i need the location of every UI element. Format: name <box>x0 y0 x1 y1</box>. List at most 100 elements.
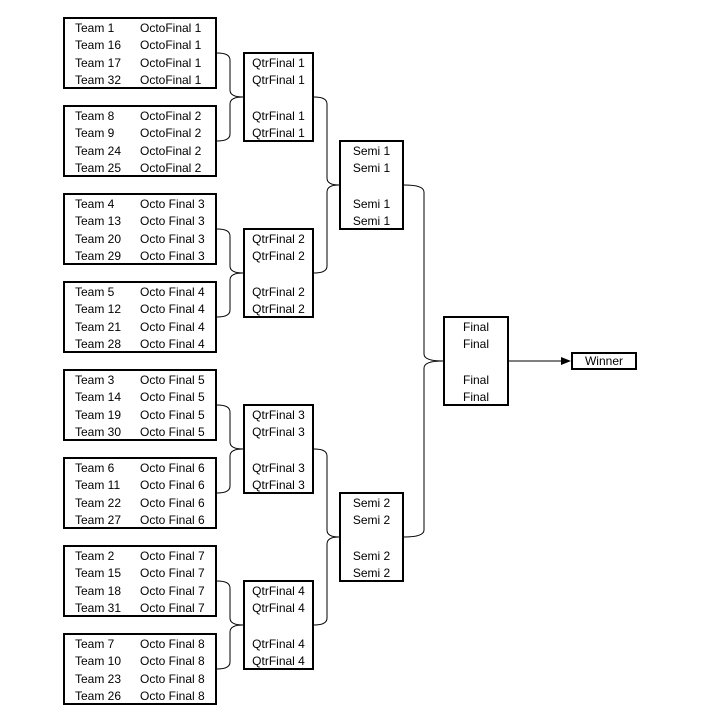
match-label: QtrFinal 3 <box>252 408 305 422</box>
team-name: Team 15 <box>75 566 122 580</box>
match-label: Semi 2 <box>352 496 391 510</box>
match-label: Octo Final 6 <box>140 461 205 475</box>
winner-box: Winner <box>571 352 637 370</box>
match-label: QtrFinal 2 <box>252 285 305 299</box>
team-name: Team 21 <box>75 320 122 334</box>
match-label: QtrFinal 4 <box>252 601 305 615</box>
match-label: Octo Final 8 <box>140 689 205 703</box>
match-label: OctoFinal 1 <box>140 56 202 70</box>
final-box: Final Final Final Final <box>443 316 509 406</box>
connector-sf2 <box>313 448 340 626</box>
match-label: Octo Final 7 <box>140 549 205 563</box>
team-name: Team 19 <box>75 408 122 422</box>
quarterfinal-2: QtrFinal 2 QtrFinal 2 QtrFinal 2 QtrFina… <box>243 228 314 318</box>
team-name: Team 23 <box>75 672 122 686</box>
match-label: OctoFinal 2 <box>140 144 202 158</box>
quarterfinal-4: QtrFinal 4 QtrFinal 4 QtrFinal 4 QtrFina… <box>243 580 314 670</box>
match-label: Semi 2 <box>352 549 391 563</box>
team-name: Team 18 <box>75 584 122 598</box>
match-label: Octo Final 4 <box>140 337 205 351</box>
quarterfinal-1: QtrFinal 1 QtrFinal 1 QtrFinal 1 QtrFina… <box>243 52 314 142</box>
connector-qf1 <box>216 52 244 142</box>
match-label: QtrFinal 1 <box>252 56 305 70</box>
match-label: Octo Final 4 <box>140 320 205 334</box>
match-label: Octo Final 6 <box>140 513 205 527</box>
match-label: Final <box>462 337 489 351</box>
team-name: Team 11 <box>75 478 121 492</box>
octo-group-7: Team 2 Octo Final 7 Team 15 Octo Final 7 T… <box>63 545 217 617</box>
team-name: Team 6 <box>75 461 115 475</box>
match-label: Octo Final 7 <box>140 584 205 598</box>
match-label: Octo Final 8 <box>140 672 205 686</box>
semifinal-2: Semi 2 Semi 2 Semi 2 Semi 2 <box>339 492 404 582</box>
connector-sf1 <box>313 96 340 274</box>
match-label: Octo Final 5 <box>140 373 205 387</box>
match-label: QtrFinal 1 <box>252 109 305 123</box>
match-label: QtrFinal 2 <box>252 232 305 246</box>
match-label: Octo Final 7 <box>140 601 205 615</box>
match-label: Final <box>462 373 489 387</box>
match-label: Octo Final 8 <box>140 654 205 668</box>
team-name: Team 3 <box>75 373 115 387</box>
match-label: Octo Final 8 <box>140 637 205 651</box>
team-name: Team 29 <box>75 249 122 263</box>
team-name: Team 30 <box>75 425 122 439</box>
team-name: Team 27 <box>75 513 122 527</box>
team-name: Team 1 <box>75 21 115 35</box>
match-label: Octo Final 4 <box>140 285 205 299</box>
match-label: QtrFinal 4 <box>252 584 305 598</box>
team-name: Team 20 <box>75 232 122 246</box>
match-label: Octo Final 6 <box>140 496 205 510</box>
team-name: Team 13 <box>75 214 122 228</box>
match-label: QtrFinal 4 <box>252 654 305 668</box>
team-name: Team 26 <box>75 689 122 703</box>
match-label: Octo Final 6 <box>140 478 205 492</box>
connector-qf3 <box>216 404 244 494</box>
match-label: Octo Final 5 <box>140 408 205 422</box>
team-name: Team 28 <box>75 337 122 351</box>
octo-group-3: Team 4 Octo Final 3 Team 13 Octo Final 3 T… <box>63 193 217 265</box>
team-name: Team 17 <box>75 56 122 70</box>
match-label: QtrFinal 3 <box>252 478 305 492</box>
connector-qf4 <box>216 580 244 670</box>
match-label: OctoFinal 2 <box>140 161 202 175</box>
match-label: Octo Final 3 <box>140 197 205 211</box>
match-label: OctoFinal 1 <box>140 38 202 52</box>
semifinal-1: Semi 1 Semi 1 Semi 1 Semi 1 <box>339 140 404 230</box>
match-label: Semi 1 <box>352 214 391 228</box>
team-name: Team 2 <box>75 549 115 563</box>
match-label: QtrFinal 2 <box>252 249 305 263</box>
team-name: Team 4 <box>75 197 115 211</box>
match-label: OctoFinal 2 <box>140 126 202 140</box>
match-label: Semi 1 <box>352 197 391 211</box>
match-label: Octo Final 5 <box>140 425 205 439</box>
match-label: Final <box>462 320 489 334</box>
match-label: QtrFinal 3 <box>252 425 305 439</box>
team-name: Team 32 <box>75 73 122 87</box>
match-label: Final <box>462 390 489 404</box>
match-label: Semi 1 <box>352 161 391 175</box>
team-name: Team 16 <box>75 38 122 52</box>
match-label: Semi 1 <box>352 144 391 158</box>
quarterfinal-3: QtrFinal 3 QtrFinal 3 QtrFinal 3 QtrFina… <box>243 404 314 494</box>
match-label: QtrFinal 2 <box>252 302 305 316</box>
team-name: Team 31 <box>75 601 122 615</box>
match-label: Octo Final 3 <box>140 249 205 263</box>
match-label: Octo Final 5 <box>140 390 205 404</box>
team-name: Team 25 <box>75 161 122 175</box>
team-name: Team 12 <box>75 302 122 316</box>
match-label: QtrFinal 1 <box>252 73 305 87</box>
arrowhead-icon <box>561 357 571 365</box>
team-name: Team 10 <box>75 654 122 668</box>
match-label: Octo Final 4 <box>140 302 205 316</box>
match-label: OctoFinal 1 <box>140 21 202 35</box>
match-label: QtrFinal 3 <box>252 461 305 475</box>
match-label: OctoFinal 2 <box>140 109 202 123</box>
team-name: Team 14 <box>75 390 122 404</box>
match-label: OctoFinal 1 <box>140 73 202 87</box>
connector-qf2 <box>216 228 244 318</box>
